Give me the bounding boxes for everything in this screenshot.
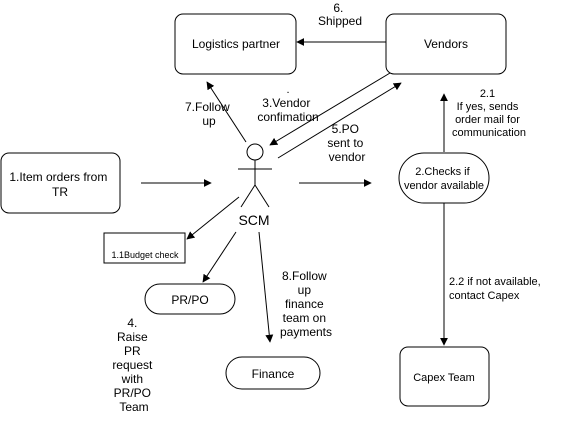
vendor-confirmation-label: 3.Vendor confimation xyxy=(257,96,318,124)
capex-team-label: Capex Team xyxy=(413,372,475,384)
if-not-label: 2.2 if not available, contact Capex xyxy=(449,276,544,302)
scm-label: SCM xyxy=(238,212,269,228)
pr-po-node xyxy=(144,283,236,315)
arrow-scm-to-budget xyxy=(186,196,240,240)
vendors-box xyxy=(385,13,507,75)
capex-team-box xyxy=(399,346,490,407)
finance-label: Finance xyxy=(252,367,295,381)
arrow-scm-to-finance xyxy=(258,231,274,343)
follow-up-label: 7.Follow up xyxy=(185,100,233,128)
arrows xyxy=(141,38,448,346)
po-sent-label: 5.PO sent to vendor xyxy=(327,122,366,164)
dot-label: . xyxy=(286,84,289,96)
arrow-vendors-to-scm xyxy=(269,72,391,146)
logistics-partner-box xyxy=(174,13,297,75)
follow-finance-label: 8.Follow up finance team on payments xyxy=(280,269,332,339)
shipped-label: 6. Shipped xyxy=(318,1,362,28)
raise-pr-label: 4. Raise PR request with PR/PO Team xyxy=(112,316,155,414)
pr-po-label: PR/PO xyxy=(171,293,208,307)
logistics-partner-label: Logistics partner xyxy=(192,37,280,51)
if-yes-label: 2.1 If yes, sends order mail for communi… xyxy=(452,88,526,139)
budget-check-label: 1.1Budget check xyxy=(111,250,179,260)
arrow-scm-to-vendors xyxy=(277,82,402,159)
finance-node xyxy=(225,356,321,390)
scm-actor-icon xyxy=(238,143,272,208)
item-orders-box xyxy=(0,152,121,214)
arrow-scm-to-prpo xyxy=(202,231,237,283)
checks-vendor-node xyxy=(398,152,490,204)
item-orders-label: 1.Item orders from TR xyxy=(9,170,110,199)
vendors-label: Vendors xyxy=(424,37,468,51)
checks-vendor-label: 2.Checks if vendor available xyxy=(404,166,484,192)
budget-check-box xyxy=(103,232,186,264)
arrow-scm-to-logistics xyxy=(206,81,247,143)
